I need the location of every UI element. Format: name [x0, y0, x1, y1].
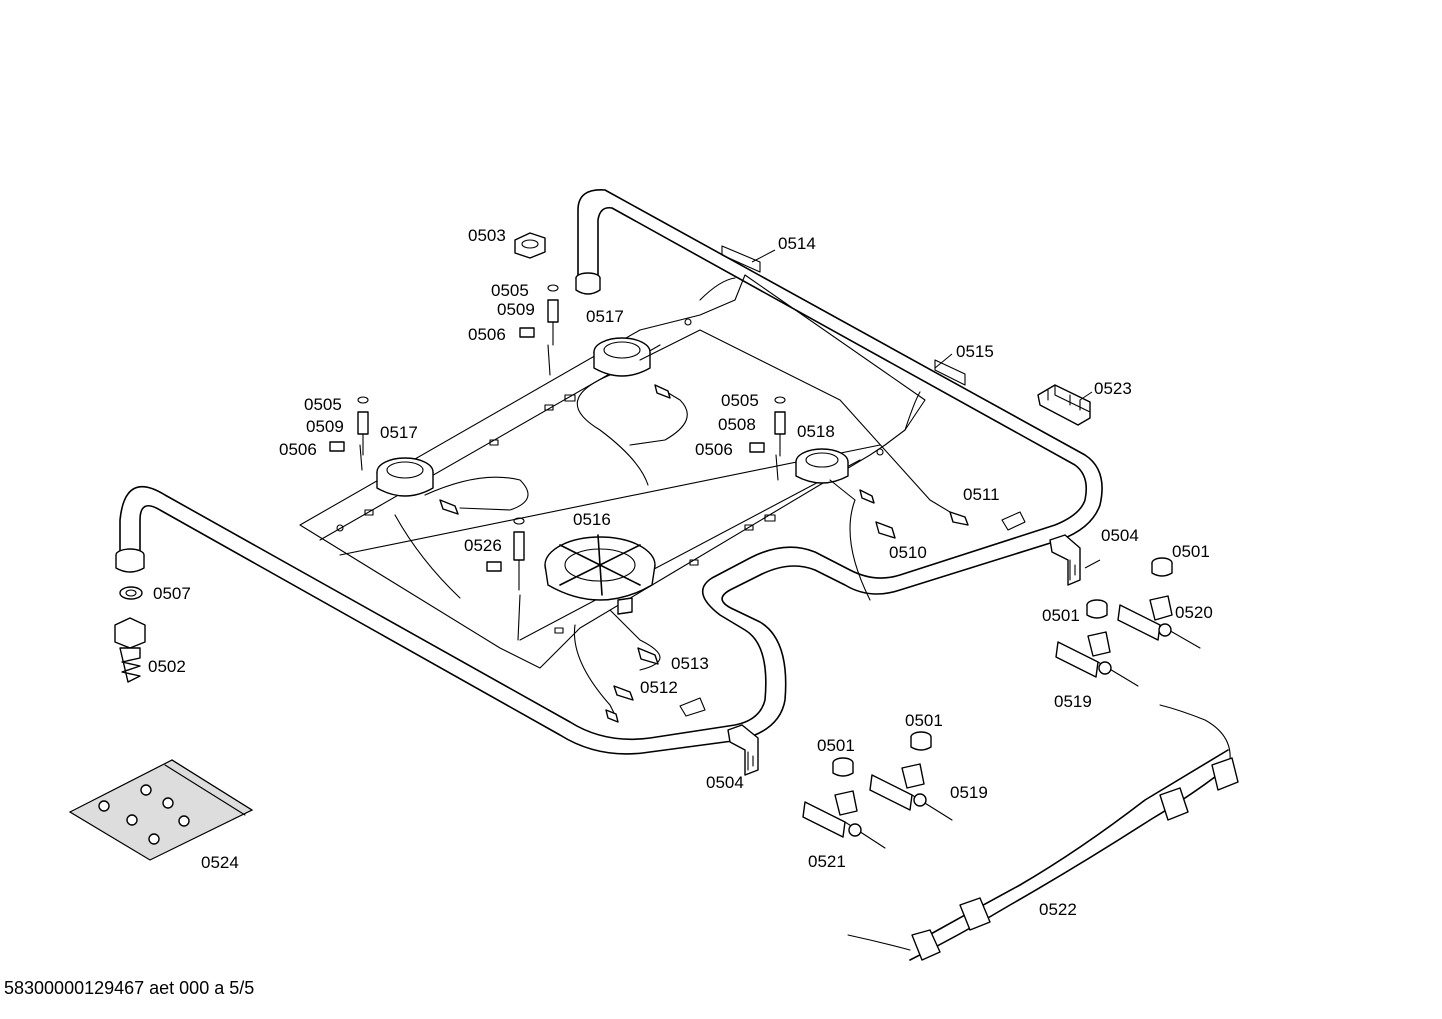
- label-0509: 0509: [306, 417, 344, 436]
- label-0517: 0517: [380, 423, 418, 442]
- label-0512: 0512: [640, 678, 678, 697]
- thermocouple-wires: [359, 329, 956, 716]
- label-0505: 0505: [304, 395, 342, 414]
- label-0519: 0519: [950, 783, 988, 802]
- label-0514: 0514: [778, 234, 816, 253]
- label-0505: 0505: [721, 391, 759, 410]
- leader-lines: [751, 249, 1101, 569]
- label-0522: 0522: [1039, 900, 1077, 919]
- label-0502: 0502: [148, 657, 186, 676]
- label-0501: 0501: [905, 711, 943, 730]
- part-labels: 0503 0514 0505 0509 0506 0517 0515 0523 …: [148, 226, 1213, 919]
- label-0524: 0524: [201, 853, 239, 872]
- label-0520: 0520: [1175, 603, 1213, 622]
- label-0507: 0507: [153, 584, 191, 603]
- screw-parts-bag: [68, 759, 254, 861]
- label-0510: 0510: [889, 543, 927, 562]
- label-0506: 0506: [468, 325, 506, 344]
- label-0523: 0523: [1094, 379, 1132, 398]
- label-0503: 0503: [468, 226, 506, 245]
- label-0517: 0517: [586, 307, 624, 326]
- label-0521: 0521: [808, 852, 846, 871]
- knob-cap-group: [832, 557, 1173, 777]
- hex-nut: [514, 232, 546, 259]
- label-0513: 0513: [671, 654, 709, 673]
- label-0501: 0501: [817, 736, 855, 755]
- label-0526: 0526: [464, 536, 502, 555]
- washer-0507: [119, 586, 143, 600]
- label-0506: 0506: [279, 440, 317, 459]
- label-0519: 0519: [1054, 692, 1092, 711]
- hose-connector: [114, 617, 146, 683]
- label-0516: 0516: [573, 510, 611, 529]
- burner-cup-rear-left: [593, 337, 651, 377]
- mounting-bracket-left: [727, 724, 759, 776]
- label-0509: 0509: [497, 300, 535, 319]
- gas-pipe-frame: [115, 189, 1103, 755]
- terminal-bracket: [1037, 384, 1091, 426]
- injector-nozzles: [439, 384, 969, 723]
- gas-valve-0521: [802, 790, 886, 849]
- gas-valve-0520: [1117, 595, 1201, 649]
- burner-cup-left: [376, 457, 434, 497]
- label-0518: 0518: [797, 422, 835, 441]
- electrode-group-center: [486, 517, 525, 591]
- label-0505: 0505: [491, 281, 529, 300]
- electrode-group-right: [749, 396, 786, 457]
- label-0515: 0515: [956, 342, 994, 361]
- burner-cup-center: [544, 534, 656, 615]
- burner-support-plate: [299, 274, 926, 669]
- burner-cup-right: [795, 448, 849, 484]
- label-0504: 0504: [706, 773, 744, 792]
- label-0511: 0511: [963, 485, 1000, 504]
- document-id-footer: 58300000129467 aet 000 a 5/5: [4, 978, 255, 998]
- label-0501: 0501: [1172, 542, 1210, 561]
- electrode-group-left: [329, 396, 369, 456]
- ignition-harness: [847, 704, 1239, 961]
- electrode-group-rear: [519, 284, 559, 346]
- gas-valve-0519-lower: [869, 763, 953, 821]
- label-0508: 0508: [718, 415, 756, 434]
- label-0506: 0506: [695, 440, 733, 459]
- label-0504: 0504: [1101, 526, 1139, 545]
- gas-valve-0519-upper: [1055, 631, 1139, 687]
- mounting-bracket-right: [1049, 534, 1081, 586]
- label-0501: 0501: [1042, 606, 1080, 625]
